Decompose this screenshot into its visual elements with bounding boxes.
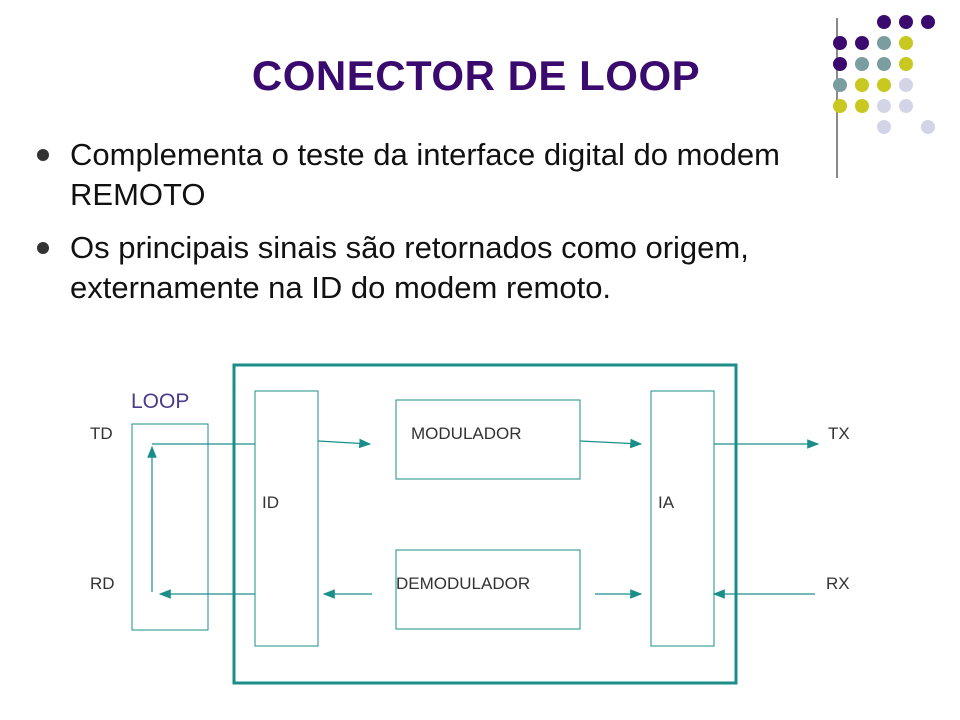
id-to-modulador-arrow [317, 438, 372, 449]
tx-label: TX [828, 424, 850, 443]
bullet-item: Complementa o teste da interface digital… [32, 135, 842, 215]
loop-label: LOOP [131, 390, 190, 413]
td-label: TD [90, 424, 113, 443]
rx-label: RX [826, 574, 850, 593]
modulador-to-ia-arrow [579, 438, 643, 449]
ia-box [650, 390, 715, 647]
bullet-text: Os principais sinais são retornados como… [70, 230, 749, 305]
bullet-item: Os principais sinais são retornados como… [32, 228, 842, 308]
bullet-text: Complementa o teste da interface digital… [70, 137, 780, 212]
slide-title: CONECTOR DE LOOP [251, 52, 701, 99]
ia-label: IA [658, 493, 675, 512]
decorative-divider-line [836, 18, 838, 178]
bullet-icon [37, 242, 49, 254]
demodulador-label: DEMODULADOR [396, 574, 531, 593]
bullet-list: Complementa o teste da interface digital… [32, 135, 842, 321]
id-label: ID [262, 493, 279, 512]
demodulador-box [395, 549, 581, 630]
id-box [254, 390, 319, 647]
rd-label: RD [90, 574, 115, 593]
modulador-box [395, 399, 581, 480]
modulador-label: MODULADOR [411, 424, 522, 443]
bullet-icon [37, 149, 49, 161]
modem-frame [232, 363, 738, 685]
loop-connector-box [131, 423, 209, 631]
